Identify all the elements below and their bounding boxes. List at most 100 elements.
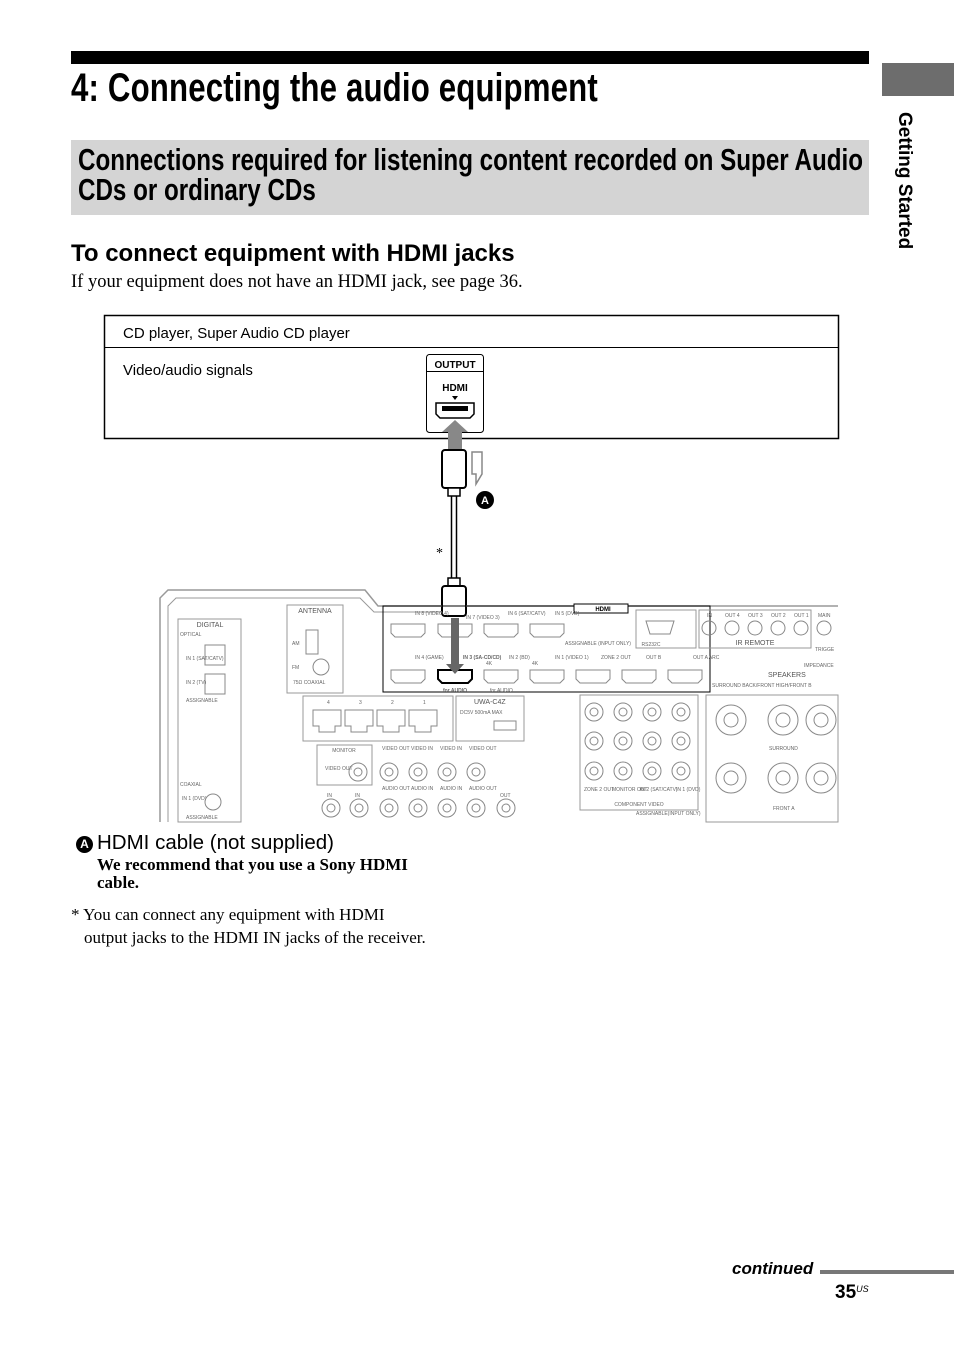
- hdmi-jack[interactable]: [529, 623, 565, 638]
- label-in3: IN 3 (SA-CD/CD): [463, 655, 502, 661]
- signal-arrow-up: [442, 420, 468, 450]
- lan-port[interactable]: [376, 709, 406, 733]
- ir-jack[interactable]: [770, 620, 786, 636]
- rca-jack-inner: [676, 736, 686, 746]
- rca-jack[interactable]: [642, 702, 662, 722]
- hdmi-plug-top: [441, 449, 467, 489]
- speaker-terminal[interactable]: [715, 704, 747, 736]
- rca-jack-inner: [326, 803, 336, 813]
- lan-port[interactable]: [344, 709, 374, 733]
- hdmi-section: HDMI ASSIGNABLE (INPUT ONLY) IN 8 (VIDEO…: [415, 603, 720, 694]
- footnote-line-1: * You can connect any equipment with HDM…: [71, 905, 385, 924]
- rca-jack[interactable]: [671, 731, 691, 751]
- page-title: 4: Connecting the audio equipment: [71, 66, 598, 110]
- speaker-terminal-inner: [813, 712, 829, 728]
- lan-port[interactable]: [312, 709, 342, 733]
- ir-jack[interactable]: [724, 620, 740, 636]
- rca-jack-inner: [442, 803, 452, 813]
- rca-jack[interactable]: [584, 731, 604, 751]
- title-rule: [71, 51, 869, 64]
- am-terminal[interactable]: [305, 629, 319, 655]
- legend-note: We recommend that you use a Sony HDMI ca…: [97, 855, 408, 892]
- rca-jack[interactable]: [496, 798, 516, 818]
- footnote: * You can connect any equipment with HDM…: [71, 903, 426, 949]
- label-lan-1: 1: [423, 700, 426, 706]
- label-lan-2: 2: [391, 700, 394, 706]
- ir-jack[interactable]: [701, 620, 717, 636]
- label-ir-out1: OUT 1: [794, 613, 809, 619]
- speaker-terminal[interactable]: [805, 704, 837, 736]
- speaker-terminal-inner: [775, 770, 791, 786]
- rca-jack[interactable]: [613, 761, 633, 781]
- rca-jack[interactable]: [671, 702, 691, 722]
- receiver-rear-panel: [159, 589, 839, 823]
- speaker-terminal-inner: [723, 770, 739, 786]
- rca-jack[interactable]: [584, 702, 604, 722]
- hdmi-jack[interactable]: [437, 669, 473, 684]
- legend-label: HDMI cable (not supplied): [97, 831, 334, 854]
- rca-jack-inner: [618, 766, 628, 776]
- ir-jack[interactable]: [747, 620, 763, 636]
- rca-jack[interactable]: [349, 798, 369, 818]
- label-rs232c: RS232C: [642, 642, 661, 648]
- footnote-line-2: output jacks to the HDMI IN jacks of the…: [84, 928, 426, 947]
- hdmi-jack[interactable]: [390, 669, 426, 684]
- rca-jack[interactable]: [348, 762, 368, 782]
- rca-jack[interactable]: [613, 731, 633, 751]
- speaker-terminal[interactable]: [767, 762, 799, 794]
- hdmi-jack[interactable]: [390, 623, 426, 638]
- rca-jack-inner: [354, 803, 364, 813]
- rca-jack-inner: [501, 803, 511, 813]
- optical-jack-2[interactable]: [204, 673, 226, 695]
- cable-marker-a: [476, 491, 494, 509]
- label-audio-in-1: AUDIO IN: [411, 786, 434, 792]
- speaker-terminal[interactable]: [715, 762, 747, 794]
- rs232c-port[interactable]: [645, 620, 675, 635]
- speaker-terminal[interactable]: [767, 704, 799, 736]
- hdmi-jack[interactable]: [621, 669, 657, 684]
- fm-jack[interactable]: [312, 658, 330, 676]
- rca-jack-inner: [413, 803, 423, 813]
- rca-jack[interactable]: [321, 798, 341, 818]
- section-title: Connections required for listening conte…: [78, 142, 864, 207]
- continued-label: continued: [732, 1259, 814, 1278]
- rca-jack[interactable]: [671, 761, 691, 781]
- rca-jack[interactable]: [408, 798, 428, 818]
- rca-jack[interactable]: [379, 762, 399, 782]
- speaker-terminal-inner: [813, 770, 829, 786]
- rca-jack[interactable]: [437, 762, 457, 782]
- ir-jack[interactable]: [816, 620, 832, 636]
- rca-jack[interactable]: [466, 762, 486, 782]
- hdmi-jack[interactable]: [483, 669, 519, 684]
- label-component-video: COMPONENT VIDEO: [614, 802, 663, 808]
- label-fm: FM: [292, 665, 299, 671]
- label-video-in-2: VIDEO IN: [440, 746, 462, 752]
- hdmi-jack[interactable]: [667, 669, 703, 684]
- hdmi-jack[interactable]: [483, 623, 519, 638]
- label-uwa-spec: DC5V 500mA MAX: [460, 710, 503, 716]
- speaker-terminal-inner: [723, 712, 739, 728]
- rca-jack[interactable]: [437, 798, 457, 818]
- rca-jack-inner: [647, 736, 657, 746]
- rca-jack[interactable]: [466, 798, 486, 818]
- rca-jack[interactable]: [584, 761, 604, 781]
- speaker-terminal[interactable]: [805, 762, 837, 794]
- rca-jack[interactable]: [642, 731, 662, 751]
- rca-jack-inner: [471, 803, 481, 813]
- hdmi-jack[interactable]: [529, 669, 565, 684]
- ir-jack[interactable]: [793, 620, 809, 636]
- rca-jack[interactable]: [613, 702, 633, 722]
- label-trigger: TRIGGE: [815, 647, 835, 653]
- rca-jack[interactable]: [642, 761, 662, 781]
- rca-jack[interactable]: [379, 798, 399, 818]
- lan-port[interactable]: [408, 709, 438, 733]
- optical-jack-1[interactable]: [204, 644, 226, 666]
- rca-jack-inner: [589, 736, 599, 746]
- coaxial-jack[interactable]: [204, 793, 222, 811]
- label-video-out-2: VIDEO OUT: [469, 746, 497, 752]
- hdmi-jack[interactable]: [575, 669, 611, 684]
- label-in4: IN 4 (GAME): [415, 655, 444, 661]
- rca-jack[interactable]: [408, 762, 428, 782]
- usb-port[interactable]: [493, 720, 517, 731]
